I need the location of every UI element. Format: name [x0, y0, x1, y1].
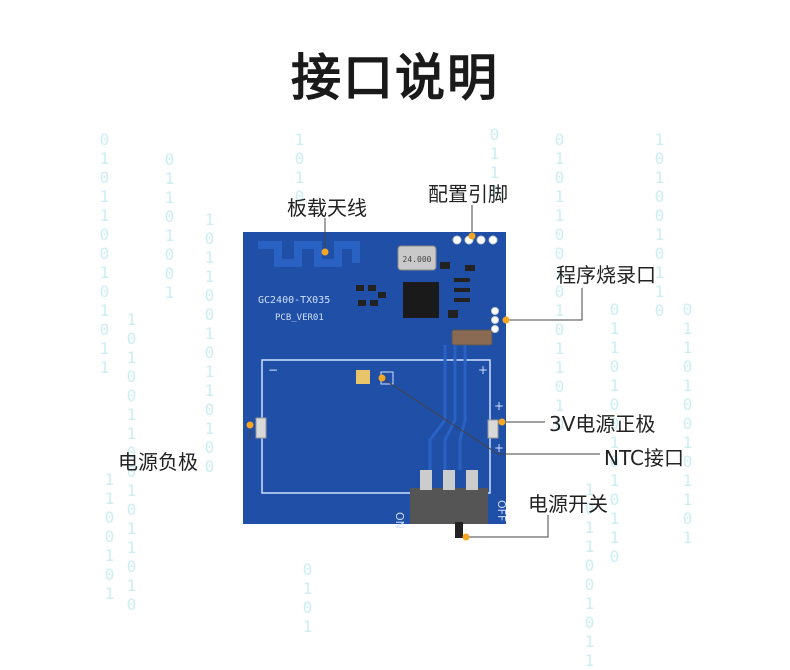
trace	[458, 345, 467, 470]
crystal-label: 24.000	[403, 255, 432, 264]
callout-config-pins: 配置引脚	[428, 182, 508, 206]
silkscreen-version: PCB_VER01	[275, 313, 324, 323]
switch-leader	[466, 515, 549, 538]
callout-ntc: NTC接口	[604, 446, 684, 470]
smd-component	[370, 300, 378, 306]
program-dot	[502, 316, 510, 324]
smd-component	[448, 310, 458, 318]
trace	[428, 345, 447, 470]
config-pin	[476, 235, 486, 245]
smd-component	[454, 278, 470, 282]
trace	[443, 345, 457, 470]
switch-pin	[443, 470, 455, 490]
callout-antenna: 板载天线	[287, 196, 367, 220]
smd-component	[356, 285, 364, 291]
ntc-pad	[356, 370, 370, 384]
switch-dot	[462, 533, 470, 541]
switch-knob	[455, 522, 463, 538]
binary-rain-10: 1010010110	[650, 130, 669, 320]
binary-rain-12: 1100101	[100, 470, 119, 603]
switch-on-label: ON	[393, 512, 406, 529]
smd-component	[454, 288, 470, 292]
binary-rain-2: 1010011001011010	[122, 310, 141, 614]
smd-component	[454, 298, 470, 302]
capacitor	[451, 329, 493, 346]
plus-mark: +	[494, 399, 504, 413]
smd-component	[368, 285, 376, 291]
callout-negative: 电源负极	[118, 450, 198, 474]
smd-component	[358, 300, 366, 306]
positive-dot	[498, 418, 506, 426]
binary-rain-3: 01101001	[160, 150, 179, 302]
crystal-oscillator	[397, 245, 437, 271]
binary-rain-13: 1011001011	[580, 480, 599, 670]
silkscreen-model: GC2400-TX035	[258, 295, 330, 306]
binary-rain-8: 0101100101011010	[550, 130, 569, 434]
config-pin	[452, 235, 462, 245]
program-pin	[491, 316, 499, 324]
main-chip	[403, 282, 439, 318]
power-switch-body	[410, 488, 488, 524]
switch-pin	[420, 470, 432, 490]
program-pin	[491, 325, 499, 333]
battery-plus-mark: +	[478, 363, 488, 377]
binary-rain-11: 0110100101101	[678, 300, 697, 547]
binary-rain-1: 0101100101011	[95, 130, 114, 377]
ntc-dot	[378, 374, 386, 382]
positive-contact	[487, 419, 499, 439]
smd-component	[378, 292, 386, 298]
program-pin	[491, 307, 499, 315]
page-title: 接口说明	[291, 49, 499, 107]
pcb-illustration: 24.000 GC2400-TX035 PCB_VER01 − + + + ON…	[243, 205, 600, 541]
ntc-leader	[381, 377, 600, 455]
config-dot	[468, 232, 476, 240]
binary-rain-9: 01101001010110	[605, 300, 624, 566]
negative-contact	[255, 417, 267, 439]
antenna-trace	[258, 241, 360, 267]
smd-component	[440, 262, 450, 269]
callout-program-port: 程序烧录口	[556, 263, 656, 287]
smd-component	[465, 265, 475, 271]
switch-off-label: OFF	[495, 500, 508, 521]
switch-pin	[466, 470, 478, 490]
program-leader	[506, 288, 583, 321]
plus-mark-2: +	[494, 441, 504, 455]
antenna-dot	[321, 248, 329, 256]
negative-dot	[246, 421, 254, 429]
binary-rain-6: 0101	[298, 560, 317, 636]
callout-positive: 3V电源正极	[549, 412, 656, 436]
config-pin	[488, 235, 498, 245]
callout-power-switch: 电源开关	[528, 492, 608, 516]
binary-rain-4: 10110010110100	[200, 210, 219, 476]
binary-rain-7: 0110	[485, 125, 504, 201]
binary-rain-5: 1010	[290, 130, 309, 206]
battery-minus-mark: −	[268, 363, 278, 377]
